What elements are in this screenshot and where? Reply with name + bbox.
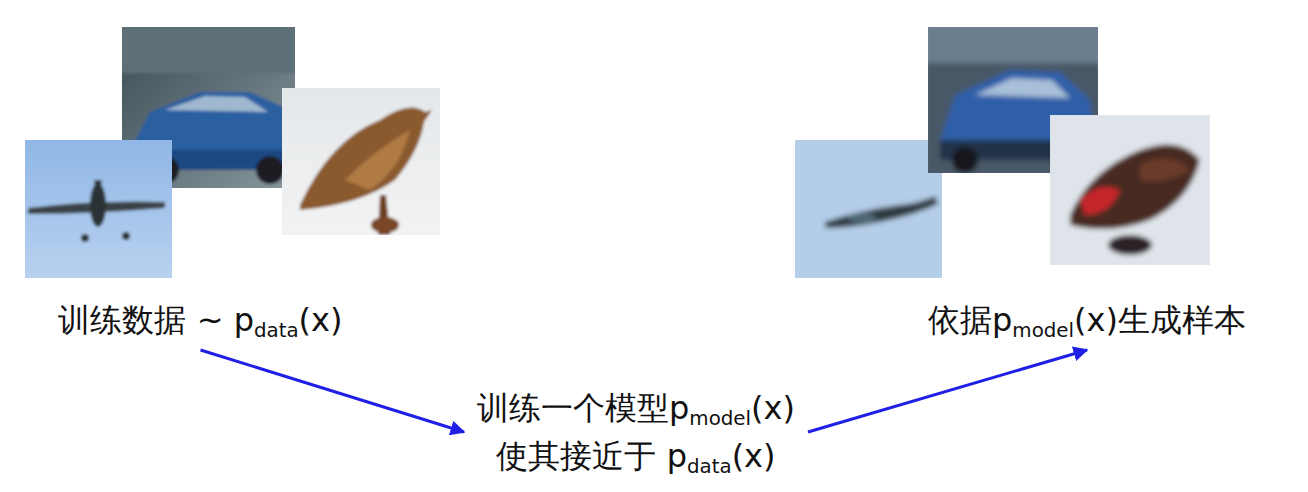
flow-arrow bbox=[808, 350, 1087, 432]
node-label: 训练一个模型pmodel(x) 使其接近于 pdata(x) bbox=[474, 384, 798, 480]
text-node: 依据pmodel(x)生成样本 bbox=[926, 296, 1248, 344]
text-node: 训练一个模型pmodel(x) 使其接近于 pdata(x) bbox=[474, 384, 798, 480]
flow-arrow bbox=[201, 350, 465, 432]
node-label: 依据pmodel(x)生成样本 bbox=[926, 296, 1248, 344]
text-node: 训练数据 ~ pdata(x) bbox=[56, 296, 345, 344]
node-label: 训练数据 ~ pdata(x) bbox=[56, 296, 345, 344]
